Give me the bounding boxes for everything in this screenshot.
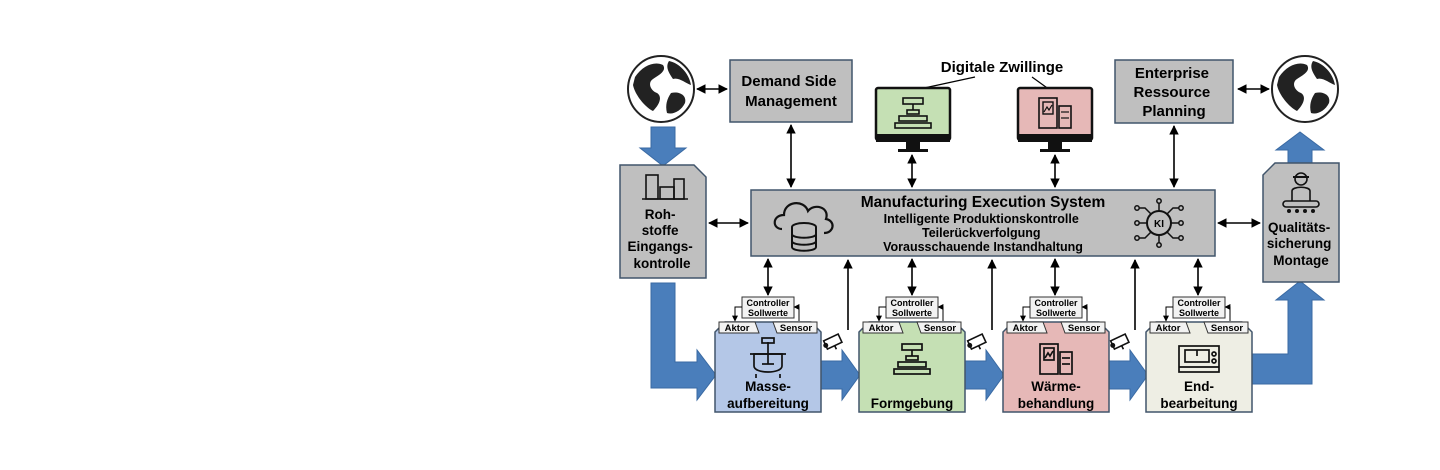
- camera-icon: [822, 333, 844, 351]
- erp-line3: Planning: [1142, 103, 1205, 120]
- raw-line-4: kontrolle: [633, 256, 690, 271]
- controller-label: Controller: [1034, 298, 1077, 308]
- setpoints-label: Sollwerte: [1036, 308, 1076, 318]
- svg-text:Demand Side Management: Demand Side Management: [741, 73, 840, 110]
- station-label: Masse-: [745, 379, 791, 394]
- station-label: bearbeitung: [1160, 396, 1237, 411]
- station-label: Wärme-: [1031, 379, 1081, 394]
- quality-station: [1262, 162, 1340, 283]
- feedback-loop: [793, 304, 800, 321]
- monitor-icon: [1016, 86, 1094, 152]
- mes-line-1: Intelligente Produktionskontrolle: [884, 212, 1079, 226]
- material-flow: [638, 126, 1326, 402]
- station-label: behandlung: [1018, 396, 1095, 411]
- sensor-label: Sensor: [1211, 323, 1244, 334]
- svg-text:Qualitäts- sicherung M: Qualitäts- sicherung Montage: [1267, 220, 1335, 268]
- monitor-icon: [874, 86, 952, 152]
- flow-arrow-quality-to-globe: [1274, 131, 1326, 165]
- machine-icon: [1178, 345, 1220, 373]
- press-icon: [893, 343, 931, 375]
- sensor-tag: [1060, 321, 1106, 334]
- mes-line-2: Teilerückverfolgung: [922, 226, 1041, 240]
- globe-icon: [1271, 55, 1339, 123]
- raw-line-1: Roh-: [645, 207, 676, 222]
- worker-conveyor-icon: [1282, 172, 1320, 213]
- actor-tag: [862, 321, 904, 334]
- controller-label: Controller: [1177, 298, 1220, 308]
- actor-tag: [718, 321, 760, 334]
- feedback-loop: [732, 306, 742, 322]
- quality-line-2: sicherung: [1267, 236, 1332, 251]
- sensor-tag: [1203, 321, 1249, 334]
- setpoints-label: Sollwerte: [748, 308, 788, 318]
- flow-arrow-forming-to-heat: [963, 348, 1005, 402]
- station-label: Formgebung: [871, 396, 954, 411]
- ai-chip-icon: KI: [1134, 198, 1184, 248]
- mes-box: [750, 189, 1216, 257]
- station-label: End-: [1184, 379, 1214, 394]
- quality-line-1: Qualitäts-: [1268, 220, 1330, 235]
- actor-label: Aktor: [1013, 323, 1038, 334]
- demand-line1: Demand Side: [741, 73, 836, 90]
- erp-line1: Enterprise: [1135, 65, 1209, 82]
- raw-material-icon: [642, 174, 688, 200]
- svg-text:Intelligente Produktionskontro: Intelligente Produktionskontrolle Teiler…: [883, 212, 1083, 254]
- mes-title: Manufacturing Execution System: [861, 194, 1106, 211]
- svg-text:Roh- stoffe Eingangs-: Roh- stoffe Eingangs- kontrolle: [627, 207, 696, 271]
- sensor-tag: [772, 321, 818, 334]
- station-label: aufbereitung: [727, 396, 809, 411]
- demand-line2: Management: [745, 93, 837, 110]
- controller-label: Controller: [746, 298, 789, 308]
- quality-line-3: Montage: [1273, 253, 1329, 268]
- svg-text:Enterprise Ressource P: Enterprise Ressource Planning: [1134, 65, 1215, 120]
- connectors: [696, 84, 1270, 330]
- raw-line-2: stoffe: [642, 223, 679, 238]
- actor-tag: [1149, 321, 1191, 334]
- actor-label: Aktor: [725, 323, 750, 334]
- setpoints-label: Sollwerte: [1179, 308, 1219, 318]
- actor-label: Aktor: [869, 323, 894, 334]
- erp-line2: Ressource: [1134, 84, 1211, 101]
- furnace-icon: [1038, 97, 1072, 129]
- ki-label: KI: [1154, 219, 1164, 230]
- actor-tag: [1006, 321, 1048, 334]
- sensor-label: Sensor: [780, 323, 813, 334]
- flow-arrow-globe-to-raw: [638, 126, 688, 167]
- sensor-label: Sensor: [1068, 323, 1101, 334]
- setpoints-label: Sollwerte: [892, 308, 932, 318]
- controller-label: Controller: [890, 298, 933, 308]
- globe-icon: [627, 55, 695, 123]
- mixer-icon: [750, 337, 786, 378]
- sensor-label: Sensor: [924, 323, 957, 334]
- feedback-loop: [1224, 304, 1231, 321]
- demand-side-box: [729, 59, 853, 123]
- camera-icon: [1109, 333, 1131, 351]
- flow-arrow-raw-to-mixing: [650, 282, 717, 402]
- flow-arrow-mixing-to-forming: [819, 348, 861, 402]
- flow-arrow-finishing-to-quality: [1251, 280, 1326, 385]
- erp-box: [1114, 59, 1234, 124]
- flow-arrow-heat-to-finishing: [1106, 348, 1149, 402]
- furnace-icon: [1039, 343, 1073, 375]
- database-cloud-icon: [773, 202, 834, 252]
- mes-line-3: Vorausschauende Instandhaltung: [883, 240, 1083, 254]
- raw-line-3: Eingangs-: [627, 239, 692, 254]
- digital-twins-label: Digitale Zwillinge: [941, 59, 1064, 76]
- press-icon: [894, 97, 932, 129]
- camera-icon: [966, 333, 988, 351]
- sensor-tag: [916, 321, 962, 334]
- actor-label: Aktor: [1156, 323, 1181, 334]
- feedback-loop: [876, 306, 886, 322]
- feedback-loop: [1081, 304, 1088, 321]
- feedback-loop: [1020, 306, 1030, 322]
- feedback-loop: [1163, 306, 1173, 322]
- feedback-loop: [937, 304, 944, 321]
